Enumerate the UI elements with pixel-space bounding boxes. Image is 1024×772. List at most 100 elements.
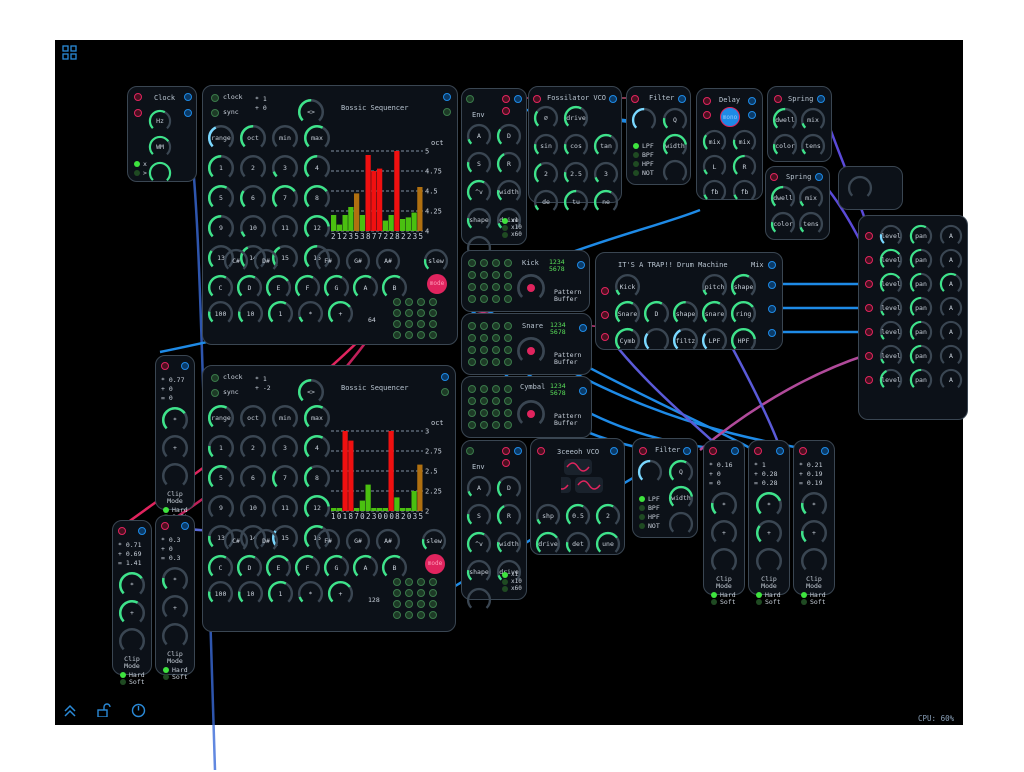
gate-output-port[interactable] — [429, 298, 437, 306]
filter-mode-select[interactable]: LPF BPF HPF NOT — [633, 142, 654, 178]
step-port[interactable] — [504, 295, 512, 303]
knob-100[interactable]: 100 — [207, 300, 234, 327]
note-knob[interactable]: D — [236, 554, 263, 581]
hard-option[interactable]: Hard — [720, 591, 736, 599]
mono-button[interactable]: mono — [720, 107, 740, 127]
knob-level[interactable]: level — [879, 224, 903, 248]
gate-output-port[interactable] — [417, 320, 425, 328]
input-port[interactable] — [601, 311, 609, 319]
knob[interactable] — [516, 399, 546, 429]
sync-input-port[interactable] — [211, 109, 219, 117]
knob-slew[interactable]: slew — [423, 248, 449, 274]
gate-output-port[interactable] — [405, 331, 413, 339]
knob-1[interactable]: 1 — [207, 154, 235, 182]
knob-slew[interactable]: slew — [421, 528, 447, 554]
output-port[interactable] — [514, 95, 522, 103]
note-knob[interactable]: G# — [345, 528, 371, 554]
mode-button[interactable]: mode — [427, 274, 447, 294]
bar-step-3[interactable] — [342, 215, 348, 231]
clip-mode-select[interactable]: Hard Soft — [163, 667, 188, 681]
knob[interactable] — [631, 107, 657, 133]
input-port[interactable] — [466, 447, 474, 455]
output-port[interactable] — [768, 329, 776, 337]
knob-2[interactable]: 2 — [239, 434, 267, 462]
step-port[interactable] — [504, 421, 512, 429]
knob-5[interactable]: 5 — [207, 184, 235, 212]
note-knob[interactable]: B — [381, 554, 408, 581]
knob-max[interactable]: max — [303, 124, 331, 152]
gate-output-port[interactable] — [417, 600, 425, 608]
output-port[interactable] — [579, 387, 587, 395]
knob-tens[interactable]: tens — [800, 133, 826, 159]
step-select[interactable]: 1234 5678 — [549, 258, 565, 273]
step-port[interactable] — [504, 397, 512, 405]
knob-mix[interactable]: mix — [702, 129, 727, 154]
knob-sin[interactable]: sin — [533, 133, 559, 159]
knob-10[interactable]: 10 — [239, 494, 267, 522]
step-port[interactable] — [504, 346, 512, 354]
knob-pan[interactable]: pan — [909, 296, 933, 320]
knob-[interactable]: <> — [297, 98, 325, 126]
gate-output-port[interactable] — [405, 611, 413, 619]
knob-25[interactable]: 2.5 — [563, 161, 589, 187]
knob-10[interactable]: 10 — [239, 214, 267, 242]
knob-shp[interactable]: shp — [535, 503, 561, 529]
bar-step-7[interactable] — [365, 484, 371, 511]
knob-Q[interactable]: Q — [662, 107, 688, 133]
knob-LPF[interactable]: LPF — [701, 327, 728, 354]
note-knob[interactable]: G — [323, 554, 350, 581]
step-port[interactable] — [504, 334, 512, 342]
knob-10[interactable]: 10 — [237, 300, 264, 327]
knob-mix[interactable]: mix — [732, 129, 757, 154]
knob-Kick[interactable]: Kick — [614, 273, 641, 300]
knob-L[interactable]: L — [702, 154, 727, 179]
input-port[interactable] — [770, 173, 778, 181]
clip-mode-select[interactable]: Hard Soft — [120, 672, 145, 686]
knob[interactable] — [643, 327, 670, 354]
gate-output-port[interactable] — [393, 578, 401, 586]
knob-D[interactable]: D — [496, 475, 522, 501]
step-port[interactable] — [480, 409, 488, 417]
bar-step-4[interactable] — [348, 207, 354, 231]
knob-pan[interactable]: pan — [909, 248, 933, 272]
input-port[interactable] — [502, 107, 510, 115]
bar-step-12[interactable] — [394, 497, 400, 511]
knob-min[interactable]: min — [271, 124, 299, 152]
knob-A[interactable]: A — [939, 320, 963, 344]
knob-R[interactable]: R — [732, 154, 757, 179]
knob-width[interactable]: width — [662, 133, 688, 159]
knob-pan[interactable]: pan — [909, 272, 933, 296]
input-port[interactable] — [754, 447, 762, 455]
step-port[interactable] — [504, 283, 512, 291]
gate-output-port[interactable] — [429, 600, 437, 608]
knob-Cymb[interactable]: Cymb — [614, 327, 641, 354]
knob-dwell[interactable]: dwell — [770, 185, 796, 211]
knob[interactable] — [148, 161, 172, 185]
knob-100[interactable]: 100 — [207, 580, 234, 607]
knob[interactable] — [755, 547, 783, 575]
note-knob[interactable]: B — [381, 274, 408, 301]
step-port[interactable] — [468, 295, 476, 303]
clock-input-port[interactable] — [211, 94, 219, 102]
bar-step-16[interactable] — [417, 187, 423, 231]
knob-v[interactable]: ^v — [466, 531, 492, 557]
knob-8[interactable]: 8 — [303, 184, 331, 212]
step-port[interactable] — [468, 409, 476, 417]
output-port[interactable] — [768, 305, 776, 313]
knob-05[interactable]: 0.5 — [565, 503, 591, 529]
step-port[interactable] — [468, 322, 476, 330]
note-knob[interactable]: A# — [375, 248, 401, 274]
knob-oct[interactable]: oct — [239, 124, 267, 152]
step-port[interactable] — [480, 421, 488, 429]
output-port[interactable] — [443, 108, 451, 116]
knob-width[interactable]: width — [496, 531, 522, 557]
knob-[interactable]: * — [755, 491, 783, 519]
knob-snare[interactable]: snare — [701, 300, 728, 327]
knob-12[interactable]: 12 — [303, 214, 331, 242]
knob-filtz[interactable]: filtz — [672, 327, 699, 354]
note-knob[interactable]: A — [352, 554, 379, 581]
note-knob[interactable]: C — [207, 274, 234, 301]
note-knob[interactable]: A# — [375, 528, 401, 554]
mixer-input-port[interactable] — [865, 256, 873, 264]
knob-D[interactable]: D — [496, 123, 522, 149]
